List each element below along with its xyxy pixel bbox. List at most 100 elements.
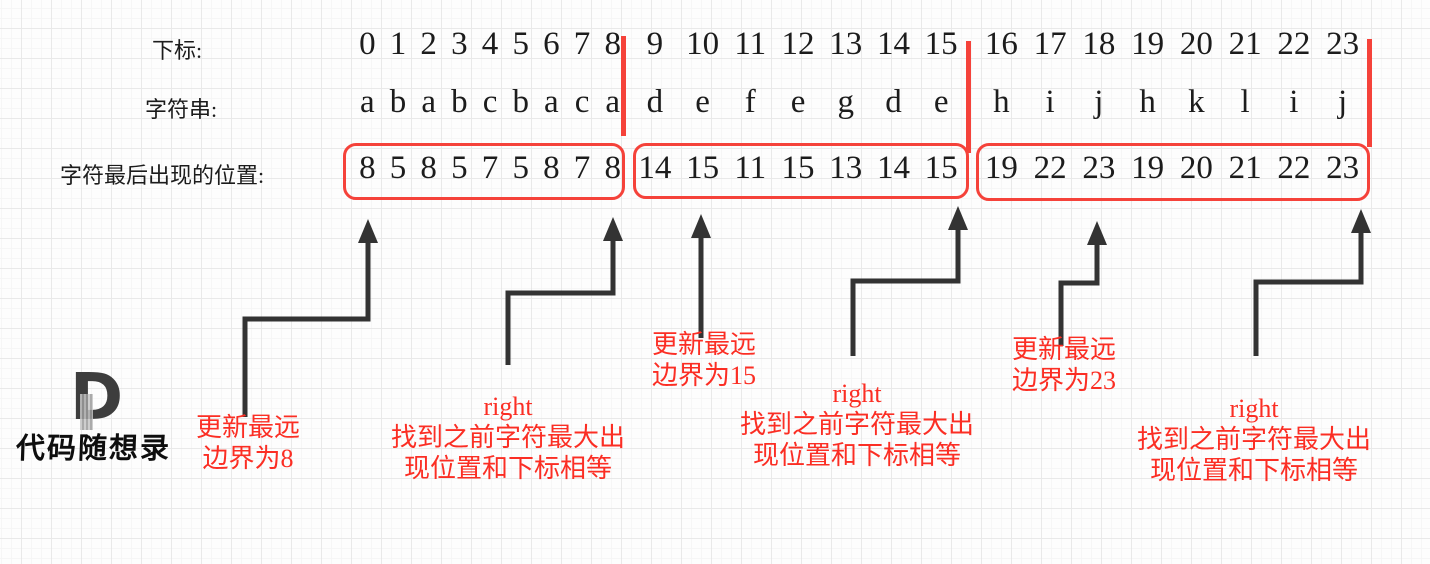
annotation-line: 更新最远 <box>1011 335 1117 364</box>
annotation-line: 现位置和下标相等 <box>752 441 962 470</box>
sequence-cell: b <box>389 84 407 120</box>
sequence-cell: 21 <box>1228 26 1262 62</box>
sequence-cell: 13 <box>829 26 863 62</box>
sequence-cell: 17 <box>1033 26 1067 62</box>
arrow-update-boundary-8 <box>242 219 378 417</box>
annotation-line: 更新最远 <box>195 413 301 442</box>
sequence-cell: 2 <box>420 26 437 62</box>
sequence-cell: f <box>744 84 756 120</box>
sequence-cell: 7 <box>573 150 591 186</box>
annotation-line: 边界为15 <box>651 361 757 390</box>
arrow-right-equals-23 <box>1253 209 1371 356</box>
sequence-cell: d <box>885 84 902 120</box>
sequence-cell: 18 <box>1082 26 1116 62</box>
sequence-cell: 6 <box>543 26 560 62</box>
sequence-cell: 23 <box>1326 26 1360 62</box>
sequence-cell: 20 <box>1179 150 1213 186</box>
partition-divider-3 <box>1367 39 1372 147</box>
annotation-update-boundary-8: 更新最远 边界为8 <box>196 412 300 474</box>
sequence-cell: 3 <box>451 26 468 62</box>
sequence-cell: a <box>544 84 559 120</box>
sequence-cell: i <box>1289 84 1299 120</box>
sequence-cell: l <box>1240 84 1250 120</box>
sequence-cell: 8 <box>359 150 376 186</box>
sequence-cell: 5 <box>512 150 529 186</box>
sequence-cell: g <box>837 84 854 120</box>
sequence-cell: c <box>574 84 590 120</box>
sequence-cell: 23 <box>1082 150 1116 186</box>
sequence-cell: b <box>512 84 529 120</box>
sequence-cell: k <box>1188 84 1205 120</box>
sequence-cell: 14 <box>876 26 910 62</box>
sequence-cell: 0 <box>359 26 376 62</box>
sequence-cell: 15 <box>781 150 815 186</box>
annotation-line: 更新最远 <box>651 330 757 359</box>
index-row-group2: 9 10 11 12 13 14 15 <box>631 22 965 66</box>
sequence-cell: 16 <box>984 26 1018 62</box>
sequence-cell: 19 <box>984 150 1018 186</box>
arrow-update-boundary-23 <box>1058 221 1107 346</box>
sequence-cell: 20 <box>1179 26 1213 62</box>
sequence-cell: 5 <box>451 150 468 186</box>
sequence-cell: c <box>482 84 498 120</box>
sequence-cell: 22 <box>1277 26 1311 62</box>
index-row-label: 下标: <box>152 38 203 63</box>
annotation-line: 边界为8 <box>202 444 294 473</box>
sequence-cell: 5 <box>389 150 407 186</box>
sequence-cell: j <box>1338 84 1348 120</box>
lastpos-row-label: 字符最后出现的位置: <box>60 163 265 188</box>
annotation-line: 找到之前字符最大出 <box>739 410 975 439</box>
string-row-label: 字符串: <box>145 97 218 122</box>
sequence-cell: e <box>933 84 949 120</box>
sequence-cell: 11 <box>734 26 767 62</box>
annotation-line: right <box>1229 394 1279 423</box>
annotation-right-2: right 找到之前字符最大出 现位置和下标相等 <box>740 378 974 471</box>
sequence-cell: e <box>695 84 710 120</box>
sequence-cell: 8 <box>604 26 621 62</box>
sequence-cell: a <box>421 84 436 120</box>
sequence-cell: 4 <box>481 26 499 62</box>
sequence-cell: 10 <box>686 26 720 62</box>
sequence-cell: h <box>993 84 1010 120</box>
partition-divider-2 <box>966 41 971 153</box>
sequence-cell: 11 <box>734 150 767 186</box>
annotation-line: right <box>832 379 882 408</box>
sequence-cell: 8 <box>604 150 621 186</box>
logo-title: 代码随想录 <box>15 433 172 465</box>
sequence-cell: 15 <box>924 150 958 186</box>
sequence-cell: 8 <box>543 150 560 186</box>
annotation-right-3: right 找到之前字符最大出 现位置和下标相等 <box>1137 393 1371 486</box>
sequence-cell: 5 <box>512 26 529 62</box>
annotation-line: 边界为23 <box>1011 366 1117 395</box>
sequence-cell: 19 <box>1131 26 1165 62</box>
sequence-cell: 7 <box>481 150 499 186</box>
sequence-cell: j <box>1094 84 1104 120</box>
sequence-cell: 9 <box>646 26 664 62</box>
sequence-cell: h <box>1139 84 1156 120</box>
arrow-right-equals-15 <box>850 206 968 356</box>
lastpos-box-group3 <box>976 143 1370 201</box>
sequence-cell: d <box>646 84 664 120</box>
sequence-cell: a <box>605 84 621 120</box>
annotation-line: right <box>483 392 533 421</box>
annotation-line: 找到之前字符最大出 <box>1136 425 1372 454</box>
annotation-line: 现位置和下标相等 <box>1149 456 1359 485</box>
annotation-line: 找到之前字符最大出 <box>390 423 626 452</box>
annotation-update-boundary-15: 更新最远 边界为15 <box>652 329 756 391</box>
sequence-cell: 8 <box>420 150 437 186</box>
annotation-update-boundary-23: 更新最远 边界为23 <box>1012 334 1116 396</box>
sequence-cell: 22 <box>1033 150 1067 186</box>
sequence-cell: 15 <box>686 150 720 186</box>
sequence-cell: 19 <box>1131 150 1165 186</box>
annotation-right-1: right 找到之前字符最大出 现位置和下标相等 <box>391 391 625 484</box>
sequence-cell: 15 <box>924 26 958 62</box>
sequence-cell: 1 <box>389 26 407 62</box>
sequence-cell: 12 <box>781 26 815 62</box>
